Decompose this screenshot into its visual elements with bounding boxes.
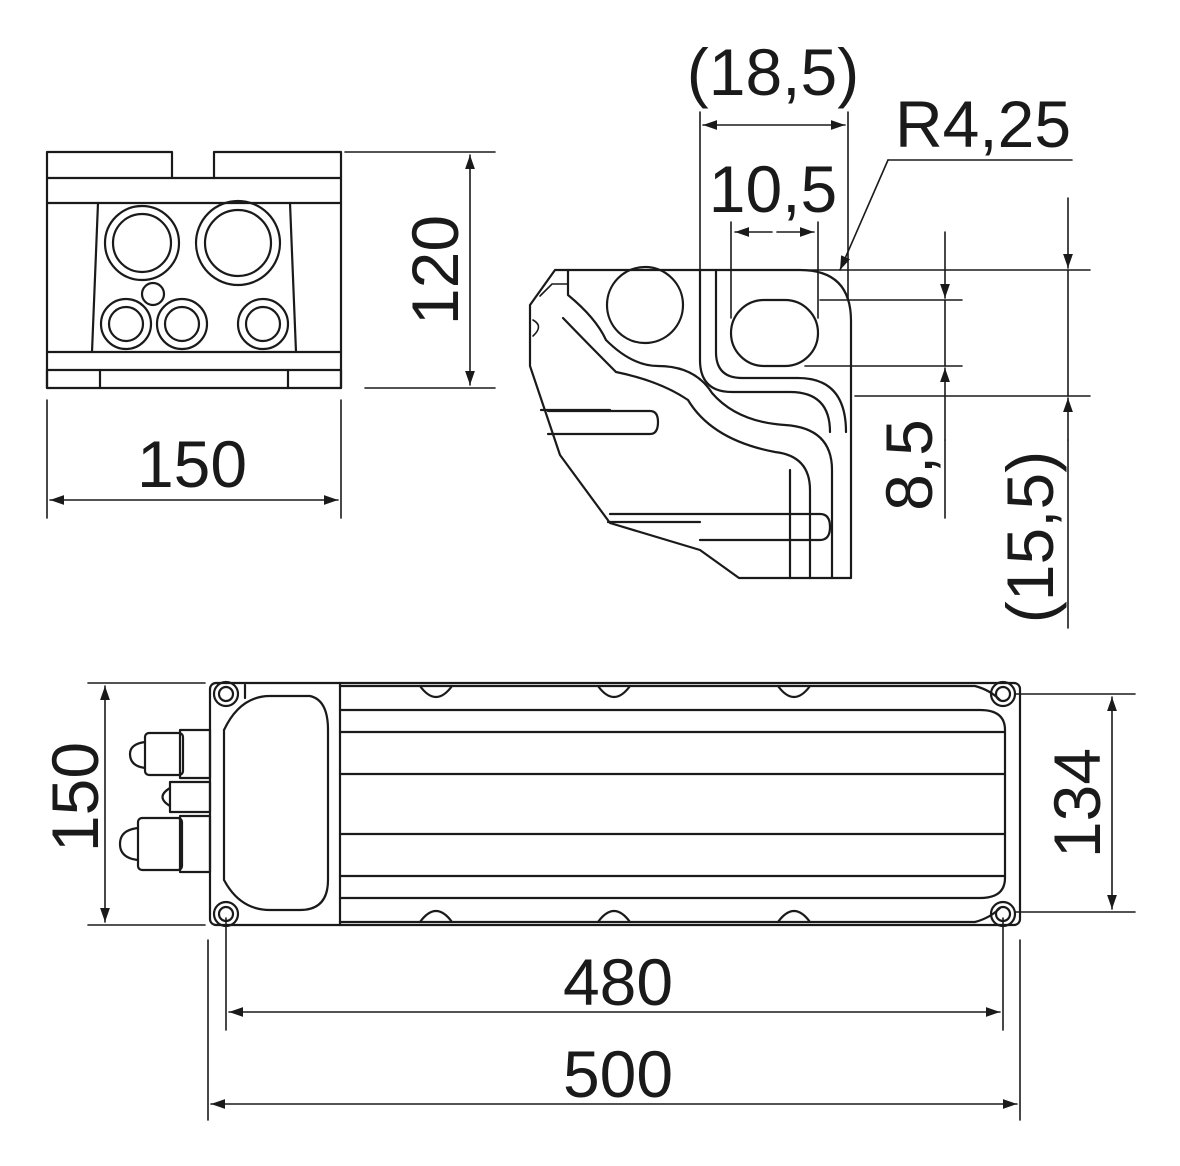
dimension-detail-outer-height: (15,5) — [993, 451, 1067, 623]
dimension-detail-slot-height: 8,5 — [872, 419, 946, 511]
dimension-top-length: 500 — [563, 1037, 673, 1111]
front-view: 120 150 — [45, 150, 496, 519]
dimension-detail-outer-width: (18,5) — [687, 35, 859, 109]
dimension-detail-radius: R4,25 — [895, 87, 1071, 161]
dimension-detail-inner-width: 10,5 — [709, 152, 837, 226]
cable-gland-lower — [118, 814, 212, 874]
top-view: 150 134 480 500 — [38, 680, 1136, 1121]
dimension-top-hole-spacing: 480 — [563, 945, 673, 1019]
dimension-front-height: 120 — [398, 215, 472, 325]
detail-view: (18,5) 10,5 R4,25 8,5 (15,5) — [528, 35, 1091, 629]
dimension-top-width: 150 — [38, 742, 112, 852]
dimension-front-width: 150 — [137, 427, 247, 501]
cable-gland-small — [161, 780, 212, 814]
dimension-top-rail-width: 134 — [1040, 748, 1114, 858]
cable-gland-upper — [128, 728, 212, 780]
